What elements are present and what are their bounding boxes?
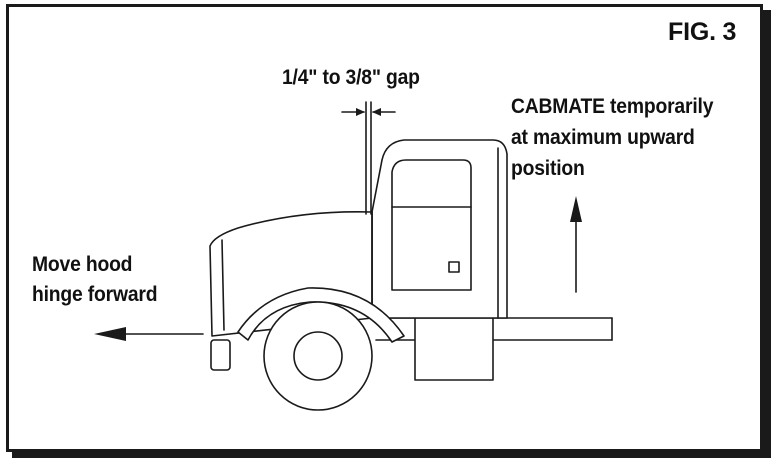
fuel-tank xyxy=(414,317,494,381)
left-arrow-icon xyxy=(94,327,126,341)
cabmate-label-line1: CABMATE temporarily xyxy=(511,95,714,118)
cabmate-label-line3: position xyxy=(511,157,585,180)
cab xyxy=(371,139,508,319)
bumper xyxy=(210,339,231,371)
up-arrow-icon xyxy=(570,196,582,222)
cabmate-label-line2: at maximum upward xyxy=(511,126,695,149)
hood-hinge-label-line2: hinge forward xyxy=(32,283,158,306)
gap-arrow-right-icon xyxy=(372,108,381,116)
gap-arrow-left-icon xyxy=(356,108,365,116)
frame-shadow-right xyxy=(763,10,771,456)
frame-shadow-bottom xyxy=(12,452,771,458)
hood-hinge-label-line1: Move hood xyxy=(32,253,133,276)
gap-label: 1/4" to 3/8" gap xyxy=(282,66,420,89)
wheel xyxy=(263,301,373,411)
hood-hinge-label: Move hood hinge forward xyxy=(32,250,158,310)
frame-rail xyxy=(375,317,613,341)
cabmate-label: CABMATE temporarily at maximum upward po… xyxy=(511,91,713,184)
fender xyxy=(237,287,405,343)
figure-label: FIG. 3 xyxy=(668,18,737,46)
